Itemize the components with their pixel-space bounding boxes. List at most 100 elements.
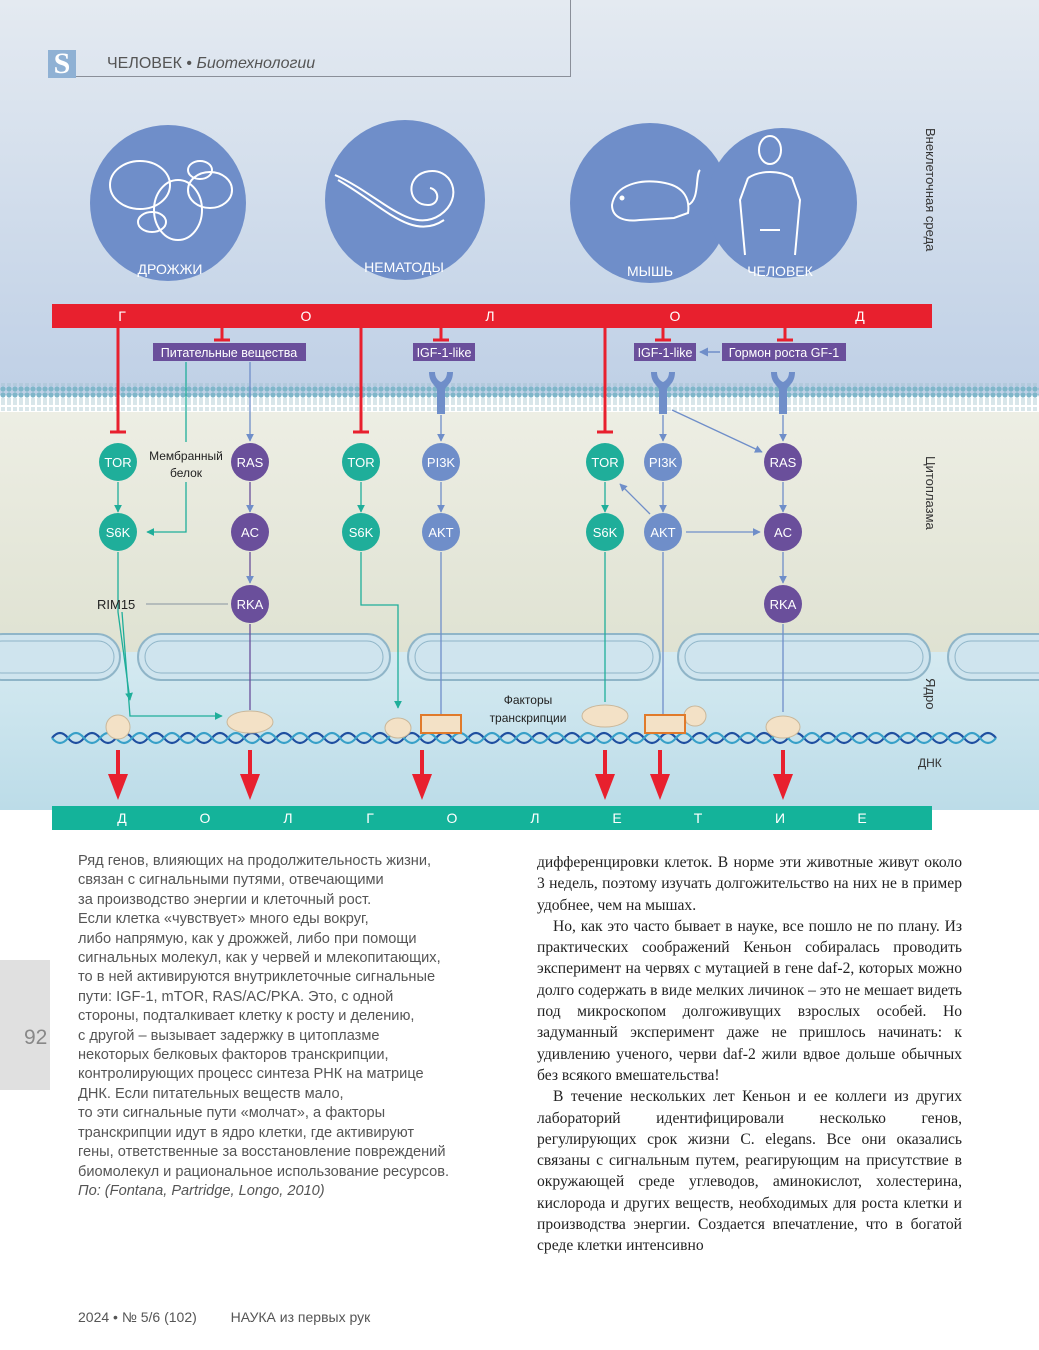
nuclear-envelope-inner: [0, 640, 1039, 674]
footer: 2024 • № 5/6 (102) НАУКА из первых рук: [78, 1309, 370, 1325]
node-rka-yeast: [231, 585, 269, 623]
node-label: S6K: [593, 525, 618, 540]
node-s6k-mammal: [586, 513, 624, 551]
caption-line: либо напрямую, как у дрожжей, либо при п…: [78, 930, 417, 947]
label-dna: ДНК: [918, 756, 942, 770]
node-label: RKA: [770, 597, 797, 612]
caption-line: гены, ответственные за восстановление по…: [78, 1144, 446, 1161]
caption-line: ДНК. Если питательных веществ мало,: [78, 1085, 344, 1102]
longevity-letter: Т: [694, 810, 703, 826]
figure-caption: Ряд генов, влияющих на продолжительность…: [78, 852, 508, 1201]
cell-membrane: [0, 383, 1039, 411]
dna-helix: [51, 731, 997, 745]
nuclear-envelope: [0, 633, 1039, 681]
article-column: дифференцировки клеток. В норме эти живо…: [537, 852, 962, 1257]
hunger-inhibitions: [110, 328, 793, 434]
label-membrane-protein-1: Мембранный: [149, 449, 223, 463]
node-rka-mammal: [764, 585, 802, 623]
caption-line: некоторых белковых факторов транскрипции…: [78, 1047, 389, 1064]
node-tor-mammal: [586, 443, 624, 481]
hunger-letter: Л: [485, 308, 494, 324]
journal-logo: S: [48, 49, 76, 79]
node-label: S6K: [349, 525, 374, 540]
node-label: RAS: [237, 455, 264, 470]
node-label: TOR: [347, 455, 374, 470]
caption-line: Если клетка «чувствует» много еды вокруг…: [78, 911, 369, 928]
caption-line: контролирующих процесс синтеза РНК на ма…: [78, 1066, 424, 1083]
label-human: ЧЕЛОВЕК: [747, 263, 813, 279]
node-labels: TOR S6K RAS AC RKA TOR S6K PI3K AKT TOR …: [104, 455, 796, 612]
caption-line: за производство энергии и клеточный рост…: [78, 891, 372, 908]
node-pi3k-worm: [422, 443, 460, 481]
node-label: AKT: [428, 525, 453, 540]
article-paragraph: дифференцировки клеток. В норме эти живо…: [537, 854, 962, 914]
node-label: PI3K: [649, 455, 678, 470]
magazine-name: НАУКА из первых рук: [230, 1309, 371, 1325]
caption-line: связан с сигнальными путями, отвечающими: [78, 872, 384, 889]
transcription-factor-boxes: [420, 714, 686, 734]
article-paragraph: В течение нескольких лет Кеньон и ее кол…: [537, 1088, 962, 1255]
longevity-letter: О: [200, 810, 211, 826]
node-s6k-yeast: [99, 513, 137, 551]
organism-human: [707, 128, 857, 278]
node-label: AKT: [650, 525, 675, 540]
longevity-letter: Д: [117, 810, 127, 826]
node-pi3k-mammal: [644, 443, 682, 481]
hunger-letter: О: [301, 308, 312, 324]
article-paragraph: Но, как это часто бывает в науке, все по…: [537, 917, 962, 1084]
caption-line: стороны, подталкивает клетку к росту и д…: [78, 1008, 415, 1025]
longevity-letter: И: [775, 810, 785, 826]
page-number-band: [0, 960, 50, 1090]
node-tor-yeast: [99, 443, 137, 481]
hunger-letter: Д: [855, 308, 865, 324]
longevity-arrows: [108, 750, 793, 800]
longevity-letter: Г: [366, 810, 374, 826]
node-akt-worm: [422, 513, 460, 551]
signal-arrows: [114, 362, 787, 720]
header-frame: [48, 0, 571, 77]
node-label: TOR: [591, 455, 618, 470]
label-nucleus: Ядро: [923, 678, 938, 709]
caption-line: биомолекул и рациональное использование …: [78, 1163, 450, 1180]
label-tf-1: Факторы: [504, 693, 553, 707]
hunger-bar: [52, 304, 932, 328]
issue-info: 2024 • № 5/6 (102): [78, 1309, 197, 1325]
label-nematodes: НЕМАТОДЫ: [364, 259, 444, 275]
caption-line: то эти сигнальные пути «молчат», а факто…: [78, 1105, 386, 1122]
label-membrane-protein-2: белок: [170, 466, 203, 480]
igf1-box-worm: [413, 343, 475, 361]
signaling-pathway-figure: ДРОЖЖИ НЕМАТОДЫ МЫШЬ ЧЕЛОВЕК Внеклеточна…: [0, 0, 1039, 830]
longevity-letters: Д О Л Г О Л Е Т И Е: [117, 810, 866, 826]
node-label: TOR: [104, 455, 131, 470]
longevity-letter: Е: [612, 810, 621, 826]
node-ras-yeast: [231, 443, 269, 481]
page-number: 92: [24, 1026, 48, 1049]
caption-line: пути: IGF-1, mTOR, RAS/AC/PKA. Это, с од…: [78, 988, 394, 1005]
transcription-factors: [105, 704, 801, 740]
caption-line: транскрипции идут в ядро клетки, где акт…: [78, 1124, 415, 1141]
caption-line: Ряд генов, влияющих на продолжительность…: [78, 853, 432, 869]
label-rim15: RIM15: [97, 597, 135, 612]
receptors: [429, 372, 795, 414]
node-ac-yeast: [231, 513, 269, 551]
label-igf1-worm: IGF-1-like: [417, 346, 472, 360]
label-mouse: МЫШЬ: [627, 263, 673, 279]
label-extracellular: Внеклеточная среда: [923, 128, 938, 252]
node-label: RAS: [770, 455, 797, 470]
caption-line: сигнальных молекул, как у червей и млеко…: [78, 950, 441, 967]
node-ac-mammal: [764, 513, 802, 551]
section-bullet: •: [186, 55, 193, 72]
nutrients-box: [153, 343, 306, 361]
longevity-letter: О: [447, 810, 458, 826]
organism-mouse: [570, 123, 730, 283]
node-ras-mammal: [764, 443, 802, 481]
node-akt-mammal: [644, 513, 682, 551]
label-yeast: ДРОЖЖИ: [137, 261, 202, 277]
section-title: ЧЕЛОВЕК: [107, 55, 182, 72]
caption-line: с другой – вызывает задержку в цитоплазм…: [78, 1027, 380, 1044]
node-label: PI3K: [427, 455, 456, 470]
organism-yeast: [90, 125, 246, 281]
caption-line: то в ней активируются внутриклеточные си…: [78, 969, 436, 986]
label-cytoplasm: Цитоплазма: [923, 456, 938, 531]
node-s6k-worm: [342, 513, 380, 551]
